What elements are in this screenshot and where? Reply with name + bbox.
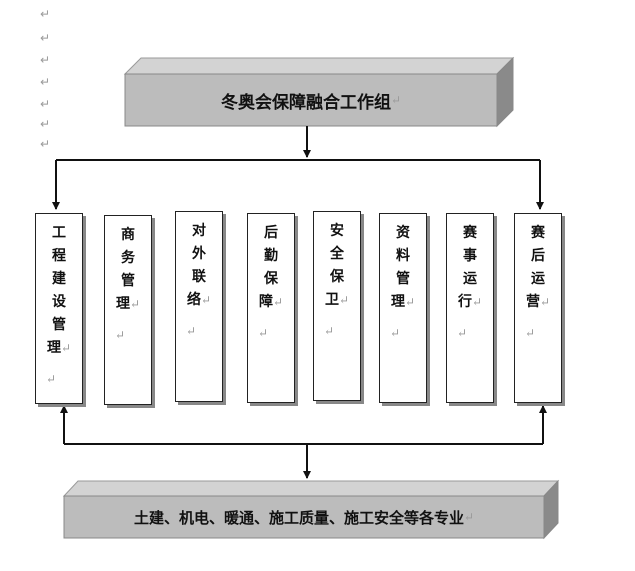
paragraph-mark: ↵ — [40, 31, 51, 45]
paragraph-mark: ↵ — [129, 297, 141, 311]
department-box: 赛后运营↵↵ — [514, 213, 562, 403]
top-box — [123, 56, 515, 128]
paragraph-mark: ↵ — [463, 510, 475, 524]
paragraph-mark: ↵ — [40, 53, 51, 67]
department-box: 赛事运行↵↵ — [446, 213, 494, 403]
paragraph-mark: ↵ — [457, 326, 468, 340]
paragraph-mark: ↵ — [115, 328, 126, 342]
paragraph-mark: ↵ — [258, 326, 269, 340]
paragraph-mark: ↵ — [525, 326, 536, 340]
working-group-title-text: 冬奥会保障融合工作组 — [220, 92, 391, 113]
department-box: 后勤保障↵↵ — [247, 213, 295, 403]
paragraph-mark: ↵ — [40, 117, 51, 131]
paragraph-mark: ↵ — [186, 324, 197, 338]
department-label: 安全保卫↵↵ — [314, 220, 360, 343]
paragraph-mark: ↵ — [46, 372, 57, 386]
department-box: 对外联络↵↵ — [175, 211, 223, 402]
department-box: 资料管理↵↵ — [379, 213, 427, 403]
paragraph-mark: ↵ — [338, 293, 350, 307]
department-label: 赛事运行↵↵ — [447, 222, 493, 345]
department-box: 商务管理↵↵ — [104, 215, 152, 405]
paragraph-mark: ↵ — [471, 295, 483, 309]
department-label: 资料管理↵↵ — [380, 222, 426, 345]
paragraph-mark: ↵ — [40, 137, 51, 151]
paragraph-mark: ↵ — [404, 295, 416, 309]
paragraph-mark: ↵ — [200, 293, 212, 307]
bottom-box — [62, 479, 560, 540]
paragraph-mark: ↵ — [539, 295, 551, 309]
paragraph-mark: ↵ — [272, 295, 284, 309]
specialties-title: 土建、机电、暖通、施工质量、施工安全等各专业↵ — [64, 496, 544, 538]
department-label: 商务管理↵↵ — [105, 224, 151, 347]
department-label: 工程建设管理↵↵ — [36, 222, 82, 391]
department-label: 赛后运营↵↵ — [515, 222, 561, 345]
paragraph-mark: ↵ — [390, 93, 402, 107]
specialties-title-text: 土建、机电、暖通、施工质量、施工安全等各专业 — [133, 508, 464, 527]
paragraph-mark: ↵ — [60, 341, 72, 355]
working-group-title: 冬奥会保障融合工作组↵ — [125, 74, 497, 126]
paragraph-mark: ↵ — [324, 324, 335, 338]
paragraph-mark: ↵ — [40, 7, 51, 21]
department-label: 后勤保障↵↵ — [248, 222, 294, 345]
paragraph-mark: ↵ — [40, 97, 51, 111]
paragraph-mark: ↵ — [390, 326, 401, 340]
department-box: 工程建设管理↵↵ — [35, 213, 83, 404]
department-label: 对外联络↵↵ — [176, 220, 222, 343]
paragraph-mark: ↵ — [40, 75, 51, 89]
department-box: 安全保卫↵↵ — [313, 211, 361, 401]
